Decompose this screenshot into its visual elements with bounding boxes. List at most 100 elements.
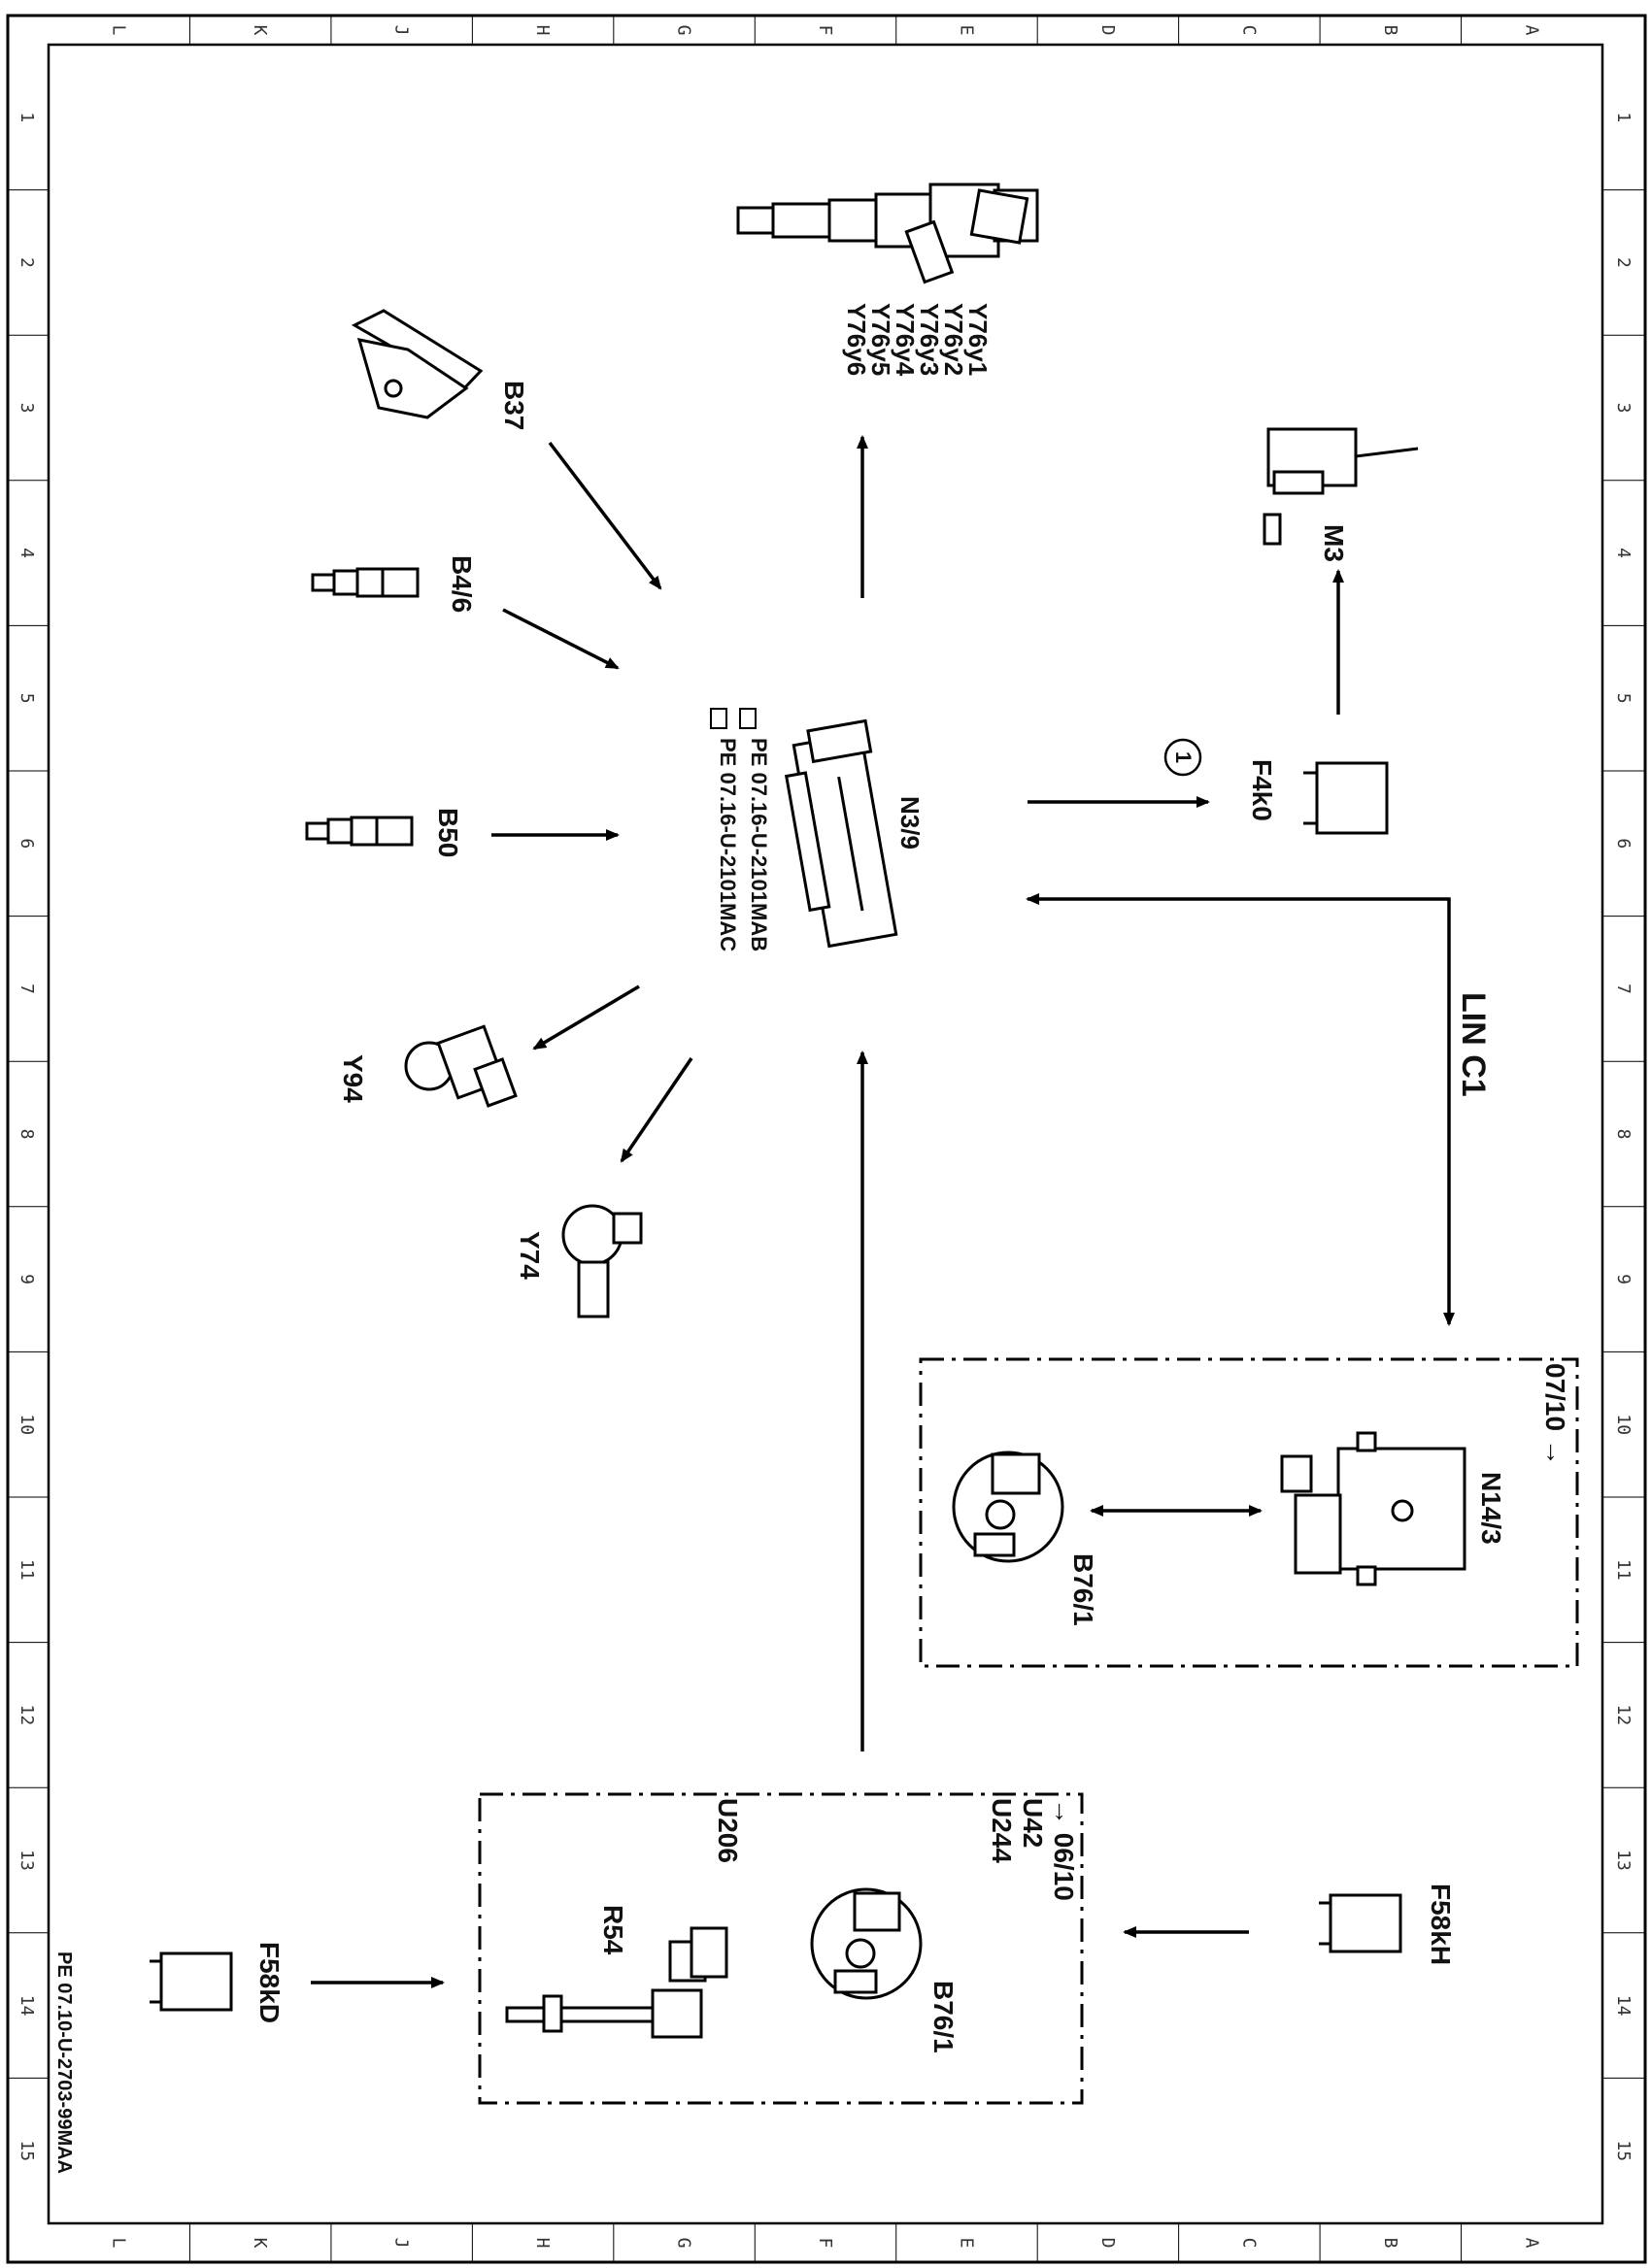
fuel-pump-m3: M3 bbox=[1263, 427, 1419, 562]
actuator-y74-label: Y74 bbox=[515, 1231, 545, 1280]
grid-column-bottom: F bbox=[815, 2238, 835, 2249]
lin-bus-line bbox=[1026, 893, 1455, 1326]
grid-row-left: 10 bbox=[17, 1414, 37, 1435]
injector-label: Y76y3 bbox=[915, 303, 944, 376]
grid-column-bottom: G bbox=[674, 2238, 694, 2249]
actuator-y94-label: Y94 bbox=[338, 1054, 368, 1103]
sensor-b50-label: B50 bbox=[433, 808, 463, 857]
group-frame bbox=[919, 1357, 1579, 1668]
callout-circle bbox=[1163, 738, 1202, 777]
grid-column-top: L bbox=[109, 25, 129, 36]
fuel-level-sender-lower-icon bbox=[810, 1887, 923, 2000]
fuse-f58kh: F58kH bbox=[1319, 1884, 1456, 1965]
control-module-icon bbox=[1280, 1431, 1466, 1586]
grid-row-left: 8 bbox=[17, 1129, 37, 1140]
pressure-sensor-icon bbox=[311, 567, 420, 598]
grid-row-left: 2 bbox=[17, 257, 37, 268]
fuel-pump-icon bbox=[1263, 427, 1419, 546]
valve-icon bbox=[404, 1024, 518, 1108]
group-frame-lower bbox=[478, 1792, 1084, 2105]
lin-bus-label: LIN C1 bbox=[1455, 992, 1492, 1097]
grid-row-right: 10 bbox=[1613, 1414, 1634, 1435]
pressure-regulator-icon bbox=[561, 1204, 643, 1318]
fuse-f4k0: F4k0 1 bbox=[1163, 738, 1389, 835]
actuator-y94: Y94 bbox=[338, 1024, 518, 1108]
grid-row-right: 12 bbox=[1613, 1705, 1634, 1726]
relay-icon-f58kh bbox=[1329, 1893, 1402, 1953]
grid-row-right: 15 bbox=[1613, 2140, 1634, 2161]
sensor-b50: B50 bbox=[305, 808, 463, 857]
grid-column-bottom: L bbox=[109, 2238, 129, 2249]
sensor-b4-6: B4/6 bbox=[311, 555, 477, 613]
arrow-b4-6-to-ecu bbox=[502, 608, 620, 670]
fuse-f58kd: F58kD bbox=[150, 1942, 285, 2023]
grid-row-right: 11 bbox=[1613, 1559, 1634, 1581]
grid-row-left: 11 bbox=[17, 1559, 37, 1581]
grid-column-top: H bbox=[532, 25, 553, 36]
grid-row-left: 12 bbox=[17, 1705, 37, 1726]
group-lower-range-label: → 06/10 bbox=[1049, 1798, 1079, 1901]
drawing-frame bbox=[6, 14, 1647, 2264]
control-unit-reference-1: PE 07.16-U-2101MAB bbox=[747, 738, 771, 951]
grid-row-right: 2 bbox=[1613, 257, 1634, 268]
grid-row-left: 13 bbox=[17, 1850, 37, 1871]
grid-row-left: 5 bbox=[17, 693, 37, 704]
grid-column-top: B bbox=[1380, 25, 1400, 36]
grid-row-right: 7 bbox=[1613, 984, 1634, 994]
variant-u244-label: U244 bbox=[987, 1798, 1017, 1863]
sensor-b37: B37 bbox=[351, 309, 529, 430]
grid-column-top: D bbox=[1097, 25, 1118, 36]
grid-row-right: 9 bbox=[1613, 1274, 1634, 1284]
grid-row-left: 7 bbox=[17, 984, 37, 994]
module-n14-3-label: N14/3 bbox=[1476, 1472, 1506, 1545]
injector-label: Y76y6 bbox=[842, 303, 871, 376]
pedal-sensor-icon bbox=[351, 309, 484, 419]
fuse-f4k0-label: F4k0 bbox=[1247, 759, 1277, 821]
document-id: PE 07.10-U-2703-99MAA bbox=[53, 1951, 75, 2174]
grid-row-left: 14 bbox=[17, 1995, 37, 2017]
group-range-label: 07/10 → bbox=[1540, 1363, 1570, 1466]
control-unit-label: N3/9 bbox=[895, 796, 925, 850]
grid-row-left: 4 bbox=[17, 548, 37, 558]
arrow-ecu-to-y74 bbox=[620, 1057, 693, 1163]
signal-arrows bbox=[311, 435, 1455, 1988]
grid-row-left: 6 bbox=[17, 838, 37, 849]
grid-row-left: 9 bbox=[17, 1274, 37, 1284]
sensor-b37-label: B37 bbox=[499, 381, 529, 430]
group-from-07-10: 07/10 → N14/3 B76/1 bbox=[919, 1357, 1579, 1668]
grid-column-bottom: K bbox=[250, 2238, 270, 2249]
grid-row-right: 4 bbox=[1613, 548, 1634, 558]
grid-row-right: 14 bbox=[1613, 1995, 1634, 2017]
heater-r54-label: R54 bbox=[598, 1905, 628, 1955]
callout-number: 1 bbox=[1171, 751, 1196, 763]
fuse-f58kd-label: F58kD bbox=[254, 1942, 285, 2023]
relay-icon bbox=[1315, 761, 1389, 835]
grid-row-left: 3 bbox=[17, 403, 37, 414]
grid-column-bottom: C bbox=[1238, 2238, 1259, 2249]
grid-row-right: 3 bbox=[1613, 403, 1634, 414]
grid-column-top: C bbox=[1238, 25, 1259, 36]
relay-icon-f58kd bbox=[159, 1951, 233, 2012]
injector-label: Y76y1 bbox=[963, 303, 993, 376]
grid-row-right: 6 bbox=[1613, 838, 1634, 849]
grid-column-bottom: D bbox=[1097, 2238, 1118, 2249]
grid-column-top: F bbox=[815, 25, 835, 36]
ecu-icon bbox=[784, 718, 898, 949]
grid-column-bottom: B bbox=[1380, 2238, 1400, 2249]
grid-column-bottom: A bbox=[1521, 2238, 1541, 2249]
group-until-06-10: → 06/10 U42 U244 U206 R54 B76/1 bbox=[478, 1792, 1084, 2105]
arrow-b37-to-ecu bbox=[548, 441, 662, 590]
grid-row-right: 5 bbox=[1613, 693, 1634, 704]
grid-column-top: K bbox=[250, 25, 270, 36]
grid-column-bottom: H bbox=[532, 2238, 553, 2249]
grid-column-bottom: J bbox=[391, 2238, 412, 2249]
temperature-sensor-icon bbox=[305, 816, 414, 847]
grid-row-left: 1 bbox=[17, 112, 37, 122]
variant-u42-label: U42 bbox=[1018, 1798, 1048, 1848]
fuse-f58kh-label: F58kH bbox=[1426, 1884, 1456, 1965]
fuel-pump-label: M3 bbox=[1319, 524, 1349, 562]
grid-column-top: E bbox=[956, 25, 976, 36]
